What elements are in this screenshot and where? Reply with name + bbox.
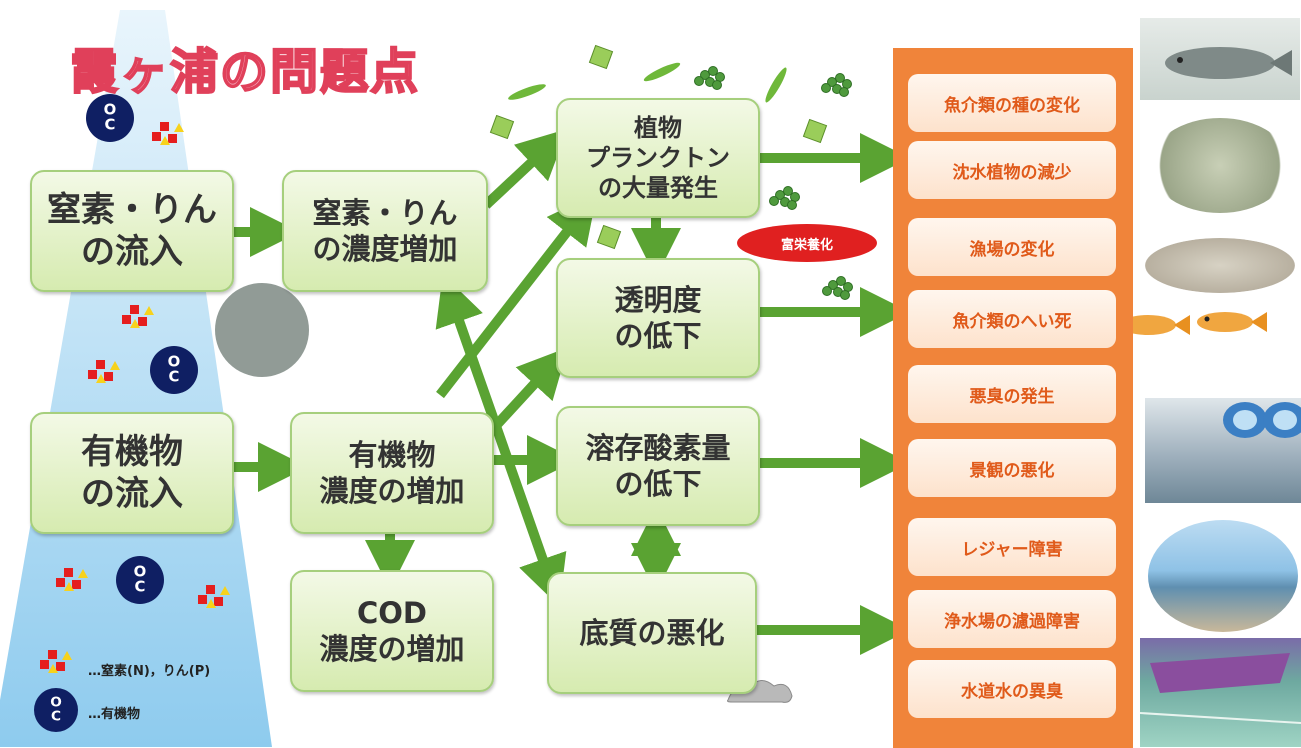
effect-item: 景観の悪化 xyxy=(908,439,1116,497)
algae-cluster-icon xyxy=(769,186,800,210)
organic-symbol: OC xyxy=(86,94,134,142)
svg-text:C: C xyxy=(51,708,61,724)
arrow-layer xyxy=(232,128,910,655)
microscope-sample-image xyxy=(215,283,309,377)
sediment-deterioration: 底質の悪化 xyxy=(547,572,757,694)
legend-np-label: …窒素(N)，りん(P) xyxy=(88,664,211,679)
lake-water-wedge xyxy=(0,10,272,747)
phytoplankton-bloom: 植物 プランクトン の大量発生 xyxy=(556,98,760,218)
np-symbol xyxy=(198,585,230,608)
diatom-icon xyxy=(588,44,614,70)
effect-item: 悪臭の発生 xyxy=(908,365,1116,423)
photo-harbor xyxy=(1148,520,1298,632)
organic-symbol: OC xyxy=(150,346,198,394)
effect-item: 浄水場の濾過障害 xyxy=(908,590,1116,648)
rod-algae-icon xyxy=(508,84,546,100)
dead-fish-icon xyxy=(1197,312,1267,332)
diatom-icon xyxy=(802,118,828,144)
organic-symbol: OC xyxy=(116,556,164,604)
algae-cluster-icon xyxy=(694,66,725,90)
dissolved-oxygen-decrease: 溶存酸素量 の低下 xyxy=(556,406,760,526)
source-organic-inflow: 有機物 の流入 xyxy=(30,412,234,534)
source-nitrogen-phosphorus-inflow: 窒素・りん の流入 xyxy=(30,170,234,292)
cod-concentration-increase: COD 濃度の増加 xyxy=(290,570,494,692)
arrow-np-to-plankton xyxy=(482,128,568,209)
legend-organic-label: …有機物 xyxy=(88,707,141,722)
photo-fishing-ground xyxy=(1145,238,1295,293)
np-symbol xyxy=(152,122,184,145)
np-symbol xyxy=(122,305,154,328)
svg-text:O: O xyxy=(50,695,62,711)
svg-text:O: O xyxy=(168,352,181,370)
effect-item: レジャー障害 xyxy=(908,518,1116,576)
arrow-np-organic-sediment-link xyxy=(435,274,567,607)
svg-text:C: C xyxy=(105,115,116,133)
diagram-title: 霞ヶ浦の問題点 xyxy=(69,43,421,101)
rod-algae-icon xyxy=(643,62,681,82)
organic-concentration-increase: 有機物 濃度の増加 xyxy=(290,412,494,534)
effect-item: 魚介類の種の変化 xyxy=(908,74,1116,132)
effect-item: 水道水の異臭 xyxy=(908,660,1116,718)
effect-item: 魚介類のへい死 xyxy=(908,290,1116,348)
effect-item: 沈水植物の減少 xyxy=(908,141,1116,199)
diatom-icon xyxy=(596,224,622,250)
svg-text:C: C xyxy=(135,577,146,595)
transparency-decrease: 透明度 の低下 xyxy=(556,258,760,378)
rod-algae-icon xyxy=(765,67,787,103)
arrow-organic-to-transparency xyxy=(488,347,568,434)
np-symbol xyxy=(88,360,120,383)
diatom-icon xyxy=(489,114,515,140)
svg-text:O: O xyxy=(134,562,147,580)
np-symbol xyxy=(40,650,72,673)
photo-binoculars-view xyxy=(1145,398,1301,503)
eutrophication-badge: 富栄養化 xyxy=(737,224,877,262)
legend-organic-symbol: OC xyxy=(34,688,78,732)
photo-submerged-plants xyxy=(1150,118,1290,213)
effect-item: 漁場の変化 xyxy=(908,218,1116,276)
photo-fish xyxy=(1140,18,1300,100)
algae-cluster-icon xyxy=(821,73,852,97)
np-symbol xyxy=(56,568,88,591)
svg-text:O: O xyxy=(104,100,117,118)
algae-cluster-icon xyxy=(822,276,853,300)
svg-text:C: C xyxy=(169,367,180,385)
np-concentration-increase: 窒素・りん の濃度増加 xyxy=(282,170,488,292)
photo-boat xyxy=(1140,638,1301,747)
